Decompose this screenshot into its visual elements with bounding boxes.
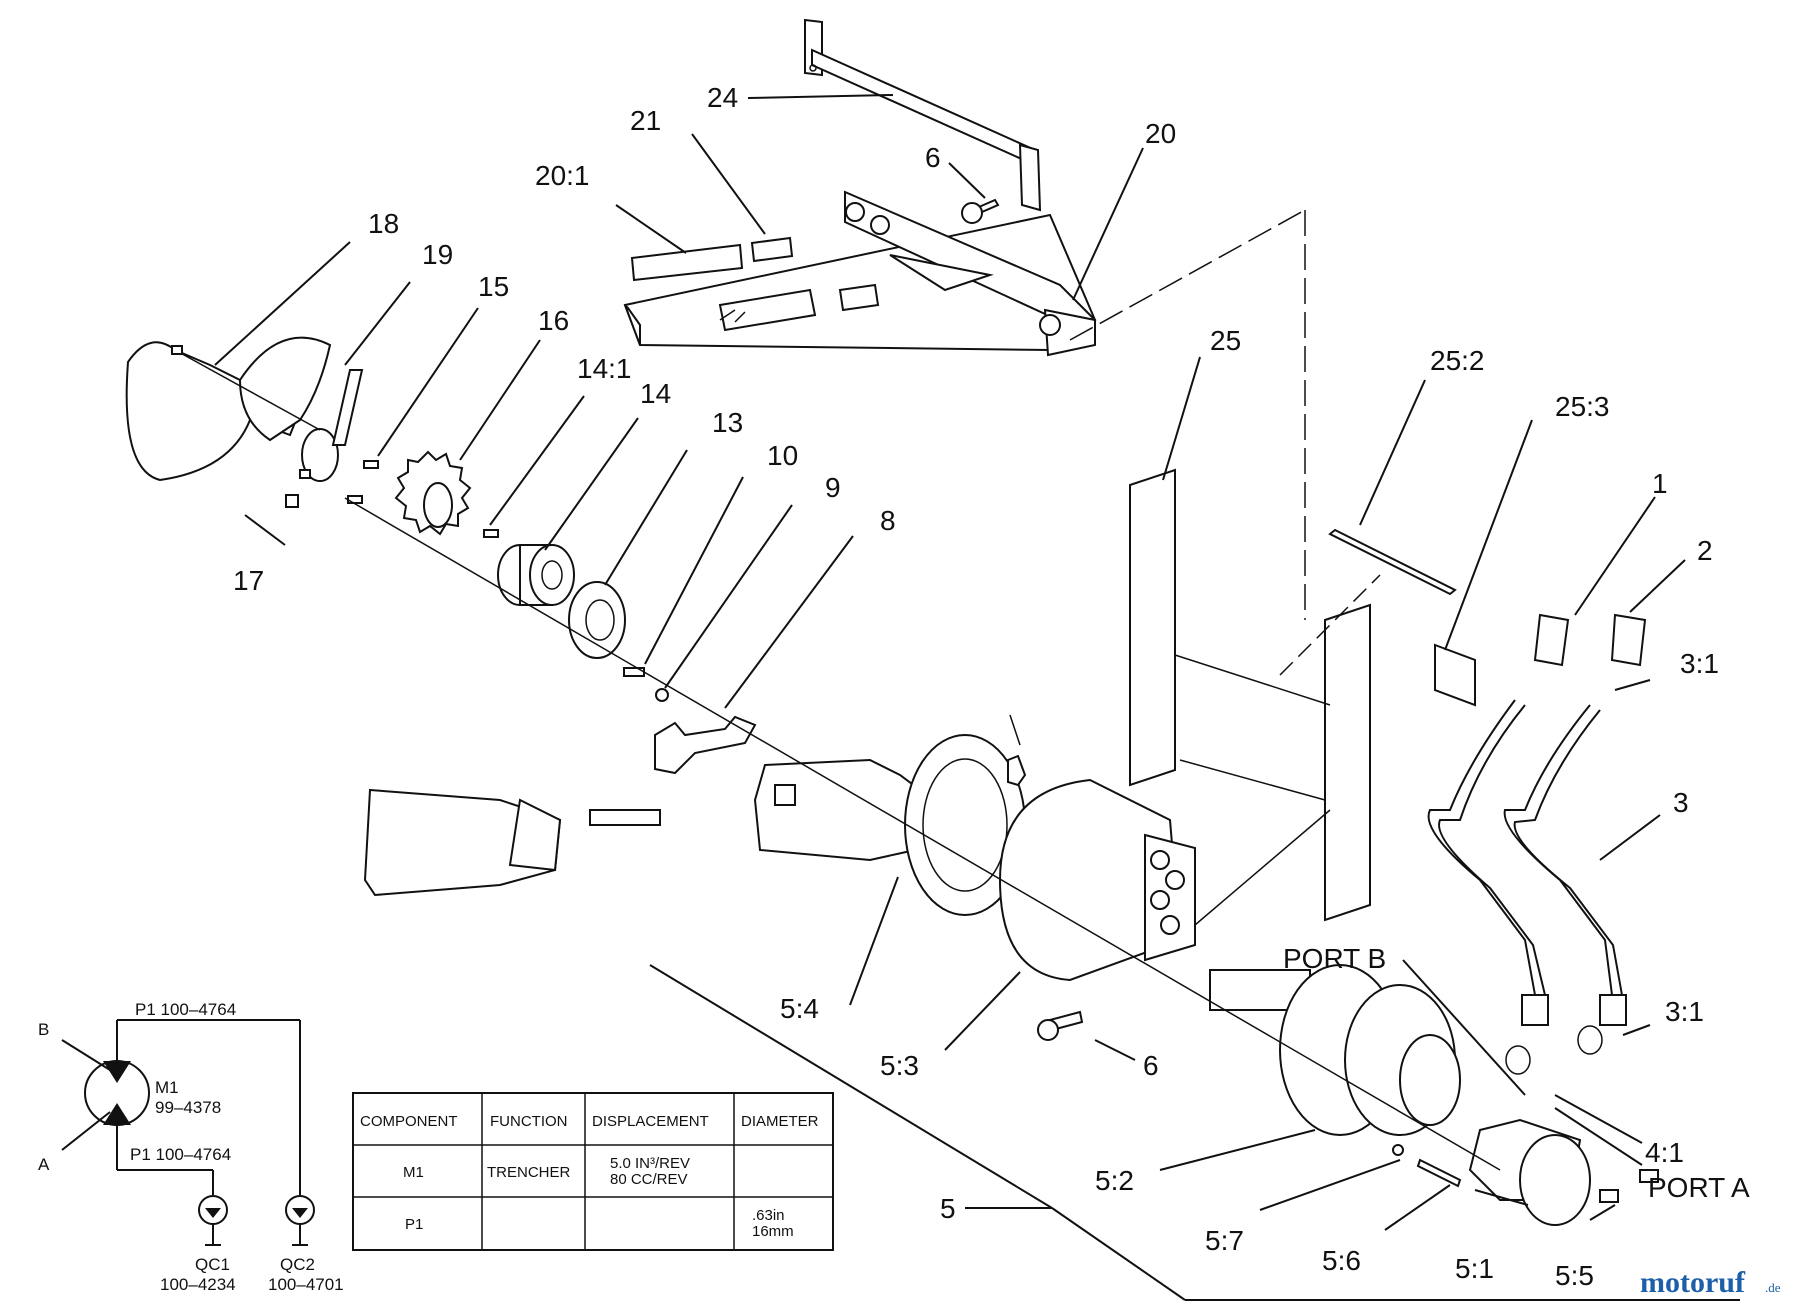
callout-5-2: 5:2 — [1095, 1165, 1134, 1196]
callout-5-5: 5:5 — [1555, 1260, 1594, 1291]
schematic-qc1-name: QC1 — [195, 1255, 230, 1274]
part-15-screws — [347, 460, 379, 504]
part-25-3-decal — [1434, 643, 1476, 707]
callout-5-3: 5:3 — [880, 1050, 919, 1081]
part-24-bracket — [804, 18, 1042, 212]
hydraulic-schematic — [61, 1019, 315, 1246]
callout-25: 25 — [1210, 325, 1241, 356]
part-14-1-screw — [483, 529, 499, 538]
schematic-qc1-part: 100–4234 — [160, 1275, 236, 1294]
part-16-sprocket — [394, 450, 472, 536]
part-25-plate-left — [1129, 468, 1176, 787]
part-20-frame-arm — [623, 190, 1097, 357]
schematic-port-a: A — [38, 1155, 50, 1174]
part-flange-plate — [904, 734, 1026, 916]
part-5-6-bolt — [1416, 1158, 1462, 1188]
part-5-4-housing — [753, 758, 922, 862]
table-cell-dia-mm: 16mm — [752, 1223, 794, 1240]
callout-6-bottom: 6 — [1143, 1050, 1159, 1081]
part-1-coupler — [1533, 613, 1570, 667]
callout-4-1: 4:1 — [1645, 1137, 1684, 1168]
callout-5: 5 — [940, 1193, 956, 1224]
part-21-decal — [750, 236, 794, 263]
part-17-nut — [285, 469, 311, 508]
callout-14-1: 14:1 — [577, 353, 632, 384]
assembly-center-lines — [344, 209, 1501, 1171]
callout-19: 19 — [422, 239, 453, 270]
callout-5-4: 5:4 — [780, 993, 819, 1024]
callout-15: 15 — [478, 271, 509, 302]
table-cell-disp-cc: 80 CC/REV — [610, 1171, 688, 1188]
callout-20-1: 20:1 — [535, 160, 590, 191]
callout-17: 17 — [233, 565, 264, 596]
callout-port-a: PORT A — [1648, 1172, 1750, 1203]
part-19-pin — [331, 369, 364, 446]
part-18-auger — [125, 336, 339, 482]
schematic-port-b: B — [38, 1020, 49, 1039]
part-9-washer — [655, 688, 669, 702]
watermark-suffix: .de — [1765, 1280, 1781, 1295]
leader-lines — [214, 94, 1740, 1301]
table-cell-trencher: TRENCHER — [487, 1164, 571, 1181]
part-2-coupler — [1610, 613, 1647, 667]
callout-25-3: 25:3 — [1555, 391, 1610, 422]
table-header-diameter: DIAMETER — [741, 1113, 819, 1130]
table-cell-disp-in: 5.0 IN³/REV — [610, 1155, 690, 1172]
callout-14: 14 — [640, 378, 671, 409]
part-6-bolt-bottom — [1037, 1010, 1084, 1041]
callout-1: 1 — [1652, 468, 1668, 499]
callout-5-7: 5:7 — [1205, 1225, 1244, 1256]
part-boom-section — [363, 788, 661, 897]
part-5-5-bolts — [1599, 1169, 1659, 1203]
part-20-1-decal — [630, 243, 744, 282]
schematic-qc2-part: 100–4701 — [268, 1275, 344, 1294]
callout-10: 10 — [767, 440, 798, 471]
callout-25-2: 25:2 — [1430, 345, 1485, 376]
callout-5-1: 5:1 — [1455, 1253, 1494, 1284]
schematic-motor-part: 99–4378 — [155, 1098, 221, 1117]
part-13-bearing — [568, 581, 626, 659]
part-25-plate-right — [1324, 603, 1371, 922]
schematic-motor-name: M1 — [155, 1078, 179, 1097]
callout-21: 21 — [630, 105, 661, 136]
table-header-component: COMPONENT — [360, 1113, 458, 1130]
callout-port-b: PORT B — [1283, 943, 1386, 974]
callout-9: 9 — [825, 472, 841, 503]
part-5-2-gearbox — [1209, 964, 1461, 1136]
part-6-bolt-top — [961, 198, 1000, 224]
callout-3-1-top: 3:1 — [1680, 648, 1719, 679]
schematic-hose-top: P1 100–4764 — [135, 1000, 236, 1019]
callout-5-6: 5:6 — [1322, 1245, 1361, 1276]
table-header-function: FUNCTION — [490, 1113, 568, 1130]
part-10-bolt — [623, 667, 645, 677]
table-cell-p1: P1 — [405, 1216, 423, 1233]
table-cell-dia-in: .63in — [752, 1207, 785, 1224]
schematic-qc2-name: QC2 — [280, 1255, 315, 1274]
table-cell-m1: M1 — [403, 1164, 424, 1181]
schematic-hose-bottom: P1 100–4764 — [130, 1145, 231, 1164]
part-5-7-washer — [1392, 1144, 1404, 1156]
part-25-2-strip — [1328, 528, 1457, 596]
callout-6-top: 6 — [925, 142, 941, 173]
callout-3: 3 — [1673, 787, 1689, 818]
callout-13: 13 — [712, 407, 743, 438]
callout-18: 18 — [368, 208, 399, 239]
part-8-wrench — [654, 715, 757, 775]
part-3-hoses — [1427, 699, 1627, 1026]
callout-8: 8 — [880, 505, 896, 536]
part-5-3-drum-housing — [998, 778, 1196, 982]
table-header-displacement: DISPLACEMENT — [592, 1113, 709, 1130]
part-5-1-motor — [1468, 1118, 1591, 1226]
callout-20: 20 — [1145, 118, 1176, 149]
callout-16: 16 — [538, 305, 569, 336]
part-14-hub — [497, 544, 575, 606]
part-nut-pin — [1007, 714, 1027, 787]
watermark-brand: motoruf — [1640, 1266, 1746, 1299]
callout-3-1-bottom: 3:1 — [1665, 996, 1704, 1027]
spec-table — [352, 1092, 834, 1251]
part-4-1-orings — [1505, 1025, 1603, 1075]
callout-24: 24 — [707, 82, 738, 113]
callout-2: 2 — [1697, 535, 1713, 566]
